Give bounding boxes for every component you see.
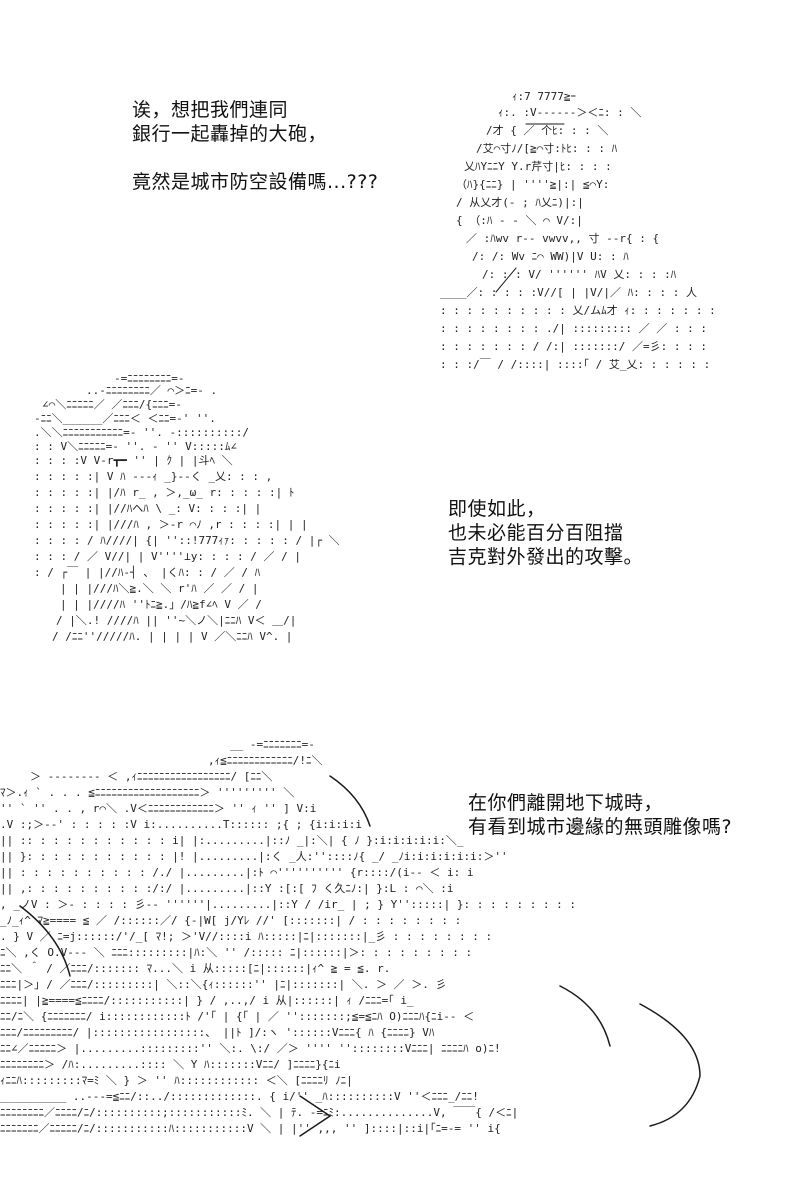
caption-headless-statue: 在你們離開地下城時， 有看到城市邊緣的無頭雕像嗎?: [468, 791, 732, 839]
svg-text:（ﾊ}{ﾆﾆ} | ''''≧|:| ≦⌒Y:: （ﾊ}{ﾆﾆ} | ''''≧|:| ≦⌒Y:: [456, 178, 609, 191]
svg-text:ﾆ＼ ,く O.V--- ＼ ﾆﾆﾆ::: ﾆ＼ ,く O.V--- ＼ ﾆﾆﾆ:::::::::|ﾊ:＼ '' /::::…: [0, 946, 472, 959]
svg-text:ﾆﾆﾆ/ﾆﾆﾆﾆﾆﾆﾆﾆﾆ/ |:::::::::::::: ﾆﾆﾆ/ﾆﾆﾆﾆﾆﾆﾆﾆﾆ/ |:::::::::::::::::、 ||ﾄ ]…: [0, 1026, 435, 1039]
caption-line: 也未必能百分百阻擋: [448, 522, 624, 544]
svg-text:ﾆﾆﾆﾆﾆﾆﾆﾆ／ﾆﾆﾆﾆ/ﾆ/::::::::::;:::: ﾆﾆﾆﾆﾆﾆﾆﾆ／ﾆﾆﾆﾆ/ﾆ/::::::::::;:::::::::::ﾐ.…: [0, 1105, 518, 1119]
svg-text:乂ﾊYﾆﾆY Y.r芹寸|ﾋ: : : :: 乂ﾊYﾆﾆY Y.r芹寸|ﾋ: : : :: [464, 159, 612, 173]
svg-text:ﾆﾆﾆﾆﾆﾆﾆ／ﾆﾆﾆﾆﾆ/ﾆ/:::::::::::ﾊ::: ﾆﾆﾆﾆﾆﾆﾆ／ﾆﾆﾆﾆﾆ/ﾆ/:::::::::::ﾊ:::::::::::V…: [0, 1122, 501, 1135]
svg-text:: : : : :| |/ﾊ r_ ,: : : : : :| |/ﾊ r_ , ＞,_ω_ r: : : : :| ﾄ: [34, 486, 294, 499]
svg-text:| | |///ﾊ＼≧.＼ ＼ r: | | |///ﾊ＼≧.＼ ＼ r'ﾊ ／ ／ / |: [60, 582, 258, 595]
svg-text:{ （:ﾊ - - ＼ ⌒ V/:|: { （:ﾊ - - ＼ ⌒ V/:|: [456, 214, 583, 227]
svg-text:: : : :V V-r┳━ '' | ｸ: : : : :V V-r┳━ '' | ｸ | |斗ﾍ ＼: [34, 454, 233, 467]
svg-text:__________ ..---=≦ﾆﾆ/::../::: __________ ..---=≦ﾆﾆ/::../:::::::::::::.…: [0, 1090, 479, 1103]
svg-text:_ﾉ_ｨ^ ﾏ≧==== ≦ ／ /: _ﾉ_ｨ^ ﾏ≧==== ≦ ／ /::::::／/ {-|W[ j/Yﾚ //…: [0, 914, 461, 927]
svg-text:: / ┌￣ | |//ﾊ-┤ 、: : / ┌￣ | |//ﾊ-┤ 、 |くﾊ: : / ／ / ﾊ: [34, 565, 261, 579]
svg-text:/: /: Wv ﾆ⌒ WW)|V U: : ﾊ: /: /: Wv ﾆ⌒ WW)|V U: : ﾊ: [472, 250, 629, 263]
svg-text:'' ` '' . . , r⌒＼ .V＜ﾆﾆﾆﾆﾆﾆ: '' ` '' . . , r⌒＼ .V＜ﾆﾆﾆﾆﾆﾆﾆﾆﾆﾆﾆﾆ＞ '' ｨ …: [0, 802, 316, 815]
svg-text:＞ -------- ＜ ,ｨﾆﾆﾆﾆﾆﾆﾆﾆ: ＞ -------- ＜ ,ｨﾆﾆﾆﾆﾆﾆﾆﾆﾆﾆﾆﾆﾆﾆﾆﾆﾆ/ [ﾆﾆ＼: [30, 770, 272, 783]
svg-text:: : : : :| |//ﾊヘﾊ \: : : : : :| |//ﾊヘﾊ \ _: V: : : :| |: [34, 502, 261, 515]
svg-text:/: : : V/ '''''' ﾊV 乂:: /: : : V/ '''''' ﾊV 乂: : : :ﾊ: [482, 268, 677, 281]
svg-text:ｨ:7 7777≧ｰ: ｨ:7 7777≧ｰ: [512, 90, 576, 103]
svg-text:|| :: : : : : : : : : :: || :: : : : : : : : : : : i| |:.........…: [0, 834, 464, 847]
svg-text:: : : : : : : / /:| :::::::/: : : : : : : : / /:| :::::::/ ／=彡: : : : …: [440, 340, 716, 353]
ascii-art-figure: __ -=ﾆﾆﾆﾆﾆﾆﾆ=- ,ｨ≦ﾆﾆﾆﾆﾆﾆﾆﾆﾆﾆﾆﾆ/!ﾆ＼ ＞ ---…: [0, 738, 701, 1137]
svg-text:..-ﾆﾆﾆﾆﾆﾆﾆﾆ／ ⌒＞ﾆ=- .: ..-ﾆﾆﾆﾆﾆﾆﾆﾆ／ ⌒＞ﾆ=- .: [86, 384, 217, 397]
caption-anti-air-question: 诶，想把我們連同 銀行一起轟掉的大砲， 竟然是城市防空設備嗎...???: [132, 98, 378, 194]
svg-text:／ :ﾊwv r-- vwvv,, 寸 --r{ : {: ／ :ﾊwv r-- vwvv,, 寸 --r{ : {: [466, 231, 659, 245]
svg-text:__ -=ﾆﾆﾆﾆﾆﾆﾆ=-: __ -=ﾆﾆﾆﾆﾆﾆﾆ=-: [230, 738, 315, 751]
svg-text:: : : : :| V ﾊ ---ｨ: : : : : :| V ﾊ ---ｨ _}--く _乂: : : ,: [34, 470, 272, 483]
caption-line: 吉克對外發出的攻擊。: [448, 546, 644, 568]
caption-line: 有看到城市邊緣的無頭雕像嗎?: [468, 816, 733, 838]
ascii-art-figure: -=ﾆﾆﾆﾆﾆﾆﾆﾆ=- ..-ﾆﾆﾆﾆﾆﾆﾆﾆ／ ⌒＞ﾆ=- . ∠⌒＼ﾆﾆﾆ…: [34, 372, 340, 643]
svg-text:: : : : : : : : ./| :::::::::: : : : : : : : : ./| ::::::::: ／ ／ : : : …: [440, 322, 716, 335]
svg-text:|| ,: : : : : : : : : :: || ,: : : : : : : : : :/:/ |.........|::…: [0, 882, 453, 895]
svg-text:-=ﾆﾆﾆﾆﾆﾆﾆﾆ=-: -=ﾆﾆﾆﾆﾆﾆﾆﾆ=-: [114, 372, 185, 385]
caption-line: 竟然是城市防空設備嗎...???: [132, 171, 379, 193]
svg-text:,ｨ≦ﾆﾆﾆﾆﾆﾆﾆﾆﾆﾆﾆﾆ/!ﾆ＼: ,ｨ≦ﾆﾆﾆﾆﾆﾆﾆﾆﾆﾆﾆﾆ/!ﾆ＼: [208, 754, 323, 767]
svg-text:ﾆﾆ/ﾆ＼ {ﾆﾆﾆﾆﾆﾆﾆ/ i::::::::::::: ﾆﾆ/ﾆ＼ {ﾆﾆﾆﾆﾆﾆﾆ/ i::::::::::::ﾄ /'｢ | {｢ …: [0, 1010, 474, 1023]
svg-text:ﾆﾆﾆ|＞｣ / ／ﾆﾆﾆ/::::::::: ﾆﾆﾆ|＞｣ / ／ﾆﾆﾆ/:::::::::| ＼::＼{ｨ::::::'' …: [0, 978, 447, 991]
svg-text:.V :;＞--' : : : : :V: .V :;＞--' : : : : :V i:..........T::::::…: [0, 818, 362, 831]
svg-text:: : : : / ﾊ////| {| '':: : : : : / ﾊ////| {| ''::!777ｨｧ: : : : : …: [34, 534, 340, 547]
svg-text:/ /ﾆﾆ''/////ﾊ. | |: / /ﾆﾆ''/////ﾊ. | | | | V ／＼ﾆﾆﾊ V^. |: [52, 630, 292, 643]
ascii-art-large-armored-figure: __ -=ﾆﾆﾆﾆﾆﾆﾆ=- ,ｨ≦ﾆﾆﾆﾆﾆﾆﾆﾆﾆﾆﾆﾆ/!ﾆ＼ ＞ ---…: [0, 736, 800, 1200]
svg-text:____／: : : : :V//[ | |V/|／: ____／: : : : :V//[ | |V/|／ ﾊ: : : : 人: [440, 286, 697, 299]
svg-text:: : :/￣ / /::::| ::::｢ / 艾_乂: : : :/￣ / /::::| ::::｢ / 艾_乂: : : : : : …: [440, 357, 716, 371]
svg-text:/才 { ／ 个ﾋ: : : ＼: /才 { ／ 个ﾋ: : : ＼: [486, 123, 608, 137]
svg-text:ﾆﾆ＼ ＾ / ／ﾆﾆﾆ/::::::: ﾆﾆ＼ ＾ / ／ﾆﾆﾆ/::::::: ﾏ...＼ i 从:::::[ﾆ|::…: [0, 960, 390, 975]
caption-block-attack: 即使如此， 也未必能百分百阻擋 吉克對外發出的攻擊。: [448, 497, 643, 569]
svg-text:/艾⌒寸ﾉ/[≧⌒寸:ﾄﾋ: : : ﾊ: /艾⌒寸ﾉ/[≧⌒寸:ﾄﾋ: : : ﾊ: [476, 141, 618, 155]
caption-line: 诶，想把我們連同: [132, 99, 289, 121]
caption-line: 在你們離開地下城時，: [468, 792, 664, 814]
svg-text:ﾆﾆﾆﾆ| |≧====≦ﾆﾆﾆﾆ/::::::::::: ﾆﾆﾆﾆ| |≧====≦ﾆﾆﾆﾆ/:::::::::::| } / ,..,/…: [0, 994, 414, 1007]
svg-text:ｨ:. :V------＞＜ﾆ: : ＼: ｨ:. :V------＞＜ﾆ: : ＼: [498, 106, 641, 119]
svg-text:. } V ／: . } V ／ ﾆ=j::::::/'/_[ ﾏ!; ＞'V//::::i ﾊ:…: [0, 930, 492, 943]
svg-text:ｨﾆﾆﾊ:::::::::ﾏ=ﾐ ＼ } ＞: ｨﾆﾆﾊ:::::::::ﾏ=ﾐ ＼ } ＞ '' ﾊ:::::::::::: …: [0, 1074, 353, 1087]
caption-line: 銀行一起轟掉的大砲，: [132, 123, 328, 145]
caption-line: 即使如此，: [448, 498, 546, 520]
svg-text:|| : : : : : : : : : :: || : : : : : : : : : : /./ |.........|:ﾄ…: [0, 866, 473, 879]
ascii-art-armored-figure: -=ﾆﾆﾆﾆﾆﾆﾆﾆ=- ..-ﾆﾆﾆﾆﾆﾆﾆﾆ／ ⌒＞ﾆ=- . ∠⌒＼ﾆﾆﾆ…: [30, 372, 414, 700]
svg-text:ﾆﾆ∠／ﾆﾆﾆﾆﾆ＞ |.........:::::: ﾆﾆ∠／ﾆﾆﾆﾆﾆ＞ |.........:::::::::'' ＼:. \:/…: [0, 1042, 501, 1055]
svg-text:/ |＼.! ////ﾊ ||: / |＼.! ////ﾊ || ''~＼ノ＼|ﾆﾆﾊ V＜ ＿/|: [56, 614, 296, 627]
svg-text:∠⌒＼ﾆﾆﾆﾆﾆ／ ／ﾆﾆﾆ/{ﾆﾆﾆ=-: ∠⌒＼ﾆﾆﾆﾆﾆ／ ／ﾆﾆﾆ/{ﾆﾆﾆ=-: [42, 398, 182, 411]
svg-text:: : : : : : : : : : 乂/ムﾑ才: : : : : : : : : : : 乂/ムﾑ才 ｨ: : : : : : :: [440, 303, 716, 317]
svg-text:.＼＼ﾆﾆﾆﾆﾆﾆﾆﾆﾆﾆﾆ=- ''. -::::::::: .＼＼ﾆﾆﾆﾆﾆﾆﾆﾆﾆﾆﾆ=- ''. -::::::::::/: [34, 426, 249, 439]
svg-text:ﾆﾆﾆﾆﾆﾆﾆﾆ＞ /ﾊ:.........: ﾆﾆﾆﾆﾆﾆﾆﾆ＞ /ﾊ:.........:::: ＼ Y ﾊ:::::::V…: [0, 1058, 341, 1071]
ascii-art-character-long-hair: ｨ:7 7777≧ｰ ｨ:. :V------＞＜ﾆ: : ＼ /才 { ／ 个…: [436, 88, 716, 378]
caption-gap: [132, 146, 378, 170]
svg-text:| | |////ﾊ ''ﾄﾆ≧: | | |////ﾊ ''ﾄﾆ≧.」/ﾊ≧f∠ﾍ V ／ /: [60, 598, 262, 611]
svg-text:: : V＼ﾆﾆﾆﾆﾆ=- ''. - '' V: : : V＼ﾆﾆﾆﾆﾆ=- ''. - '' V:::::ﾑ∠: [34, 440, 237, 453]
svg-text:ﾏ＞.ｨ ` . . . ≦ﾆﾆﾆﾆﾆﾆﾆﾆﾆ: ﾏ＞.ｨ ` . . . ≦ﾆﾆﾆﾆﾆﾆﾆﾆﾆﾆﾆﾆﾆﾆﾆﾆﾆﾆﾆ＞ '''''…: [0, 786, 294, 799]
svg-text:: : : / ／ V//| | V: : : : / ／ V//| | V''''⊥y: : : : / ／ / |: [34, 550, 301, 563]
svg-text:: : : : :| |///ﾊ , ＞-: : : : : :| |///ﾊ , ＞-r ⌒ﾉ ,r : : : :| | …: [34, 518, 308, 531]
svg-text:/ 从乂才(- ; ﾊ乂ﾆ)|:|: / 从乂才(- ; ﾊ乂ﾆ)|:|: [456, 195, 584, 209]
svg-text:-ﾆﾆ＼______／ﾆﾆﾆ＜ ＜ﾆﾆ=-' ''.: -ﾆﾆ＼______／ﾆﾆﾆ＜ ＜ﾆﾆ=-' ''.: [34, 412, 216, 425]
svg-text:, _ノV : ＞- : : : : 彡-- '': , _ノV : ＞- : : : : 彡-- ''''''|.........|…: [0, 898, 576, 911]
svg-text:|| }: : : : : : : : : :: || }: : : : : : : : : : : |! |.........|…: [0, 850, 508, 863]
ascii-art-figure: ｨ:7 7777≧ｰ ｨ:. :V------＞＜ﾆ: : ＼ /才 { ／ 个…: [440, 90, 716, 371]
